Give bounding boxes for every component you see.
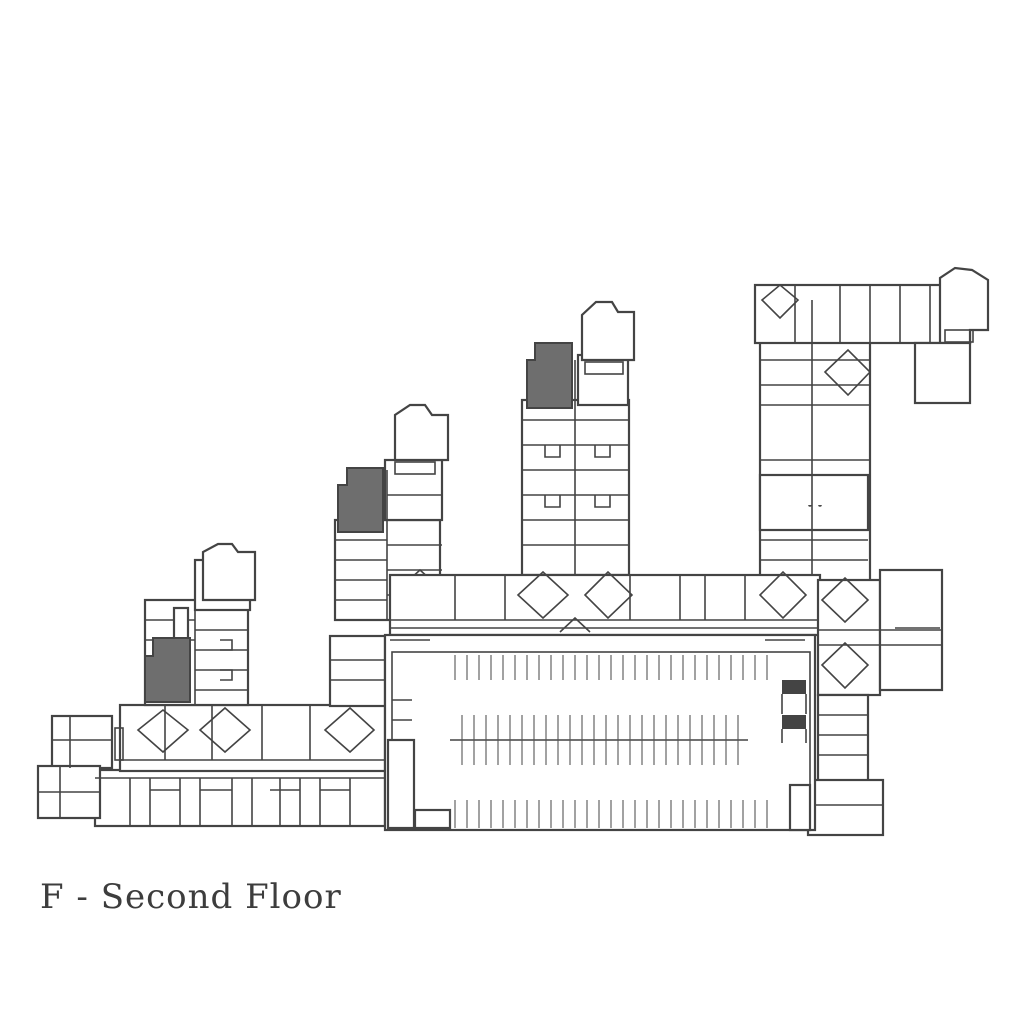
highlighted-unit-3 [526,342,573,409]
parking-garage [383,633,817,832]
wing-1 [143,542,257,707]
highlighted-unit-2 [337,467,384,533]
floor-title: F - Second Floor [40,877,342,917]
wing-east [806,568,944,837]
wing-2 [328,403,450,708]
corridor-north [388,570,822,637]
wing-3 [520,300,636,577]
highlighted-unit-1 [144,637,191,703]
wing-southwest [36,703,387,828]
